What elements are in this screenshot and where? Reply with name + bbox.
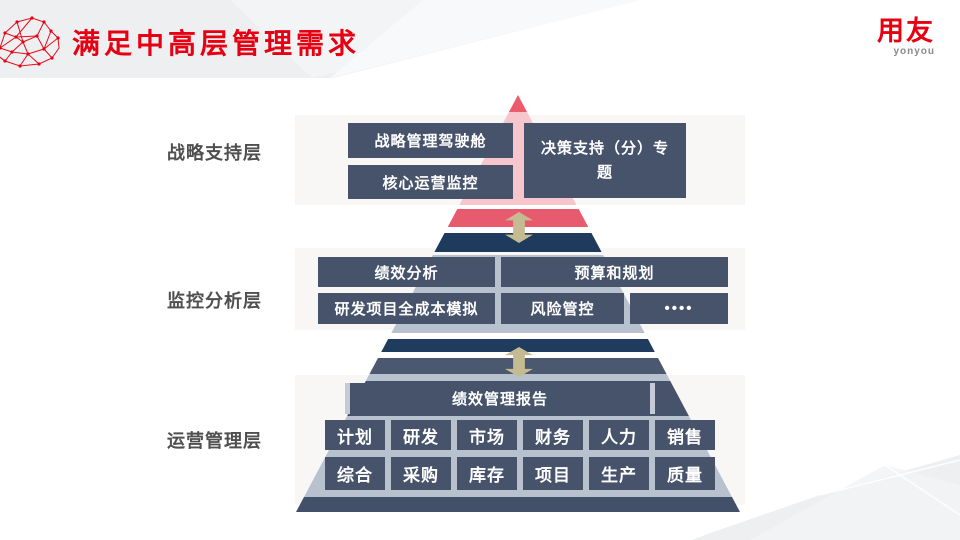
pyramid-base-stripe (296, 497, 740, 512)
cell-general: 综合 (325, 457, 385, 490)
logo-subtext: yonyou (893, 46, 935, 57)
cell-procurement: 采购 (391, 457, 451, 490)
box-performance-analysis: 绩效分析 (318, 257, 495, 287)
label-operations-layer: 运营管理层 (167, 431, 262, 451)
pyramid-tip (296, 95, 740, 112)
label-strategic-layer: 战略支持层 (167, 143, 262, 163)
cell-finance: 财务 (523, 420, 583, 450)
box-rnd-cost-simulation: 研发项目全成本模拟 (318, 293, 495, 324)
box-risk-control: 风险管控 (501, 293, 624, 324)
page-title: 满足中高层管理需求 (72, 28, 361, 59)
label-monitoring-layer: 监控分析层 (167, 291, 262, 311)
cell-market: 市场 (457, 420, 517, 450)
cell-inventory: 库存 (457, 457, 517, 490)
cell-hr: 人力 (589, 420, 649, 450)
pyramid-stripe (296, 374, 740, 381)
cell-project: 项目 (523, 457, 583, 490)
cell-rnd: 研发 (391, 420, 451, 450)
box-strategy-cockpit: 战略管理驾驶舱 (348, 123, 513, 158)
network-cloud-icon (0, 16, 60, 68)
cell-sales: 销售 (655, 420, 715, 450)
pyramid-stripe (296, 339, 740, 352)
box-more-dots: •••• (630, 293, 728, 324)
cell-production: 生产 (589, 457, 649, 490)
box-performance-report: 绩效管理报告 (345, 383, 655, 414)
yonyou-logo: 用友 yonyou (877, 18, 935, 57)
corner-facet-decoration (690, 455, 960, 540)
logo-text: 用友 (877, 16, 935, 46)
cell-plan: 计划 (325, 420, 385, 450)
cell-quality: 质量 (655, 457, 715, 490)
box-budget-planning: 预算和规划 (501, 257, 728, 287)
box-core-operations-monitor: 核心运营监控 (348, 165, 513, 199)
box-decision-support: 决策支持（分）专题 (524, 123, 686, 198)
